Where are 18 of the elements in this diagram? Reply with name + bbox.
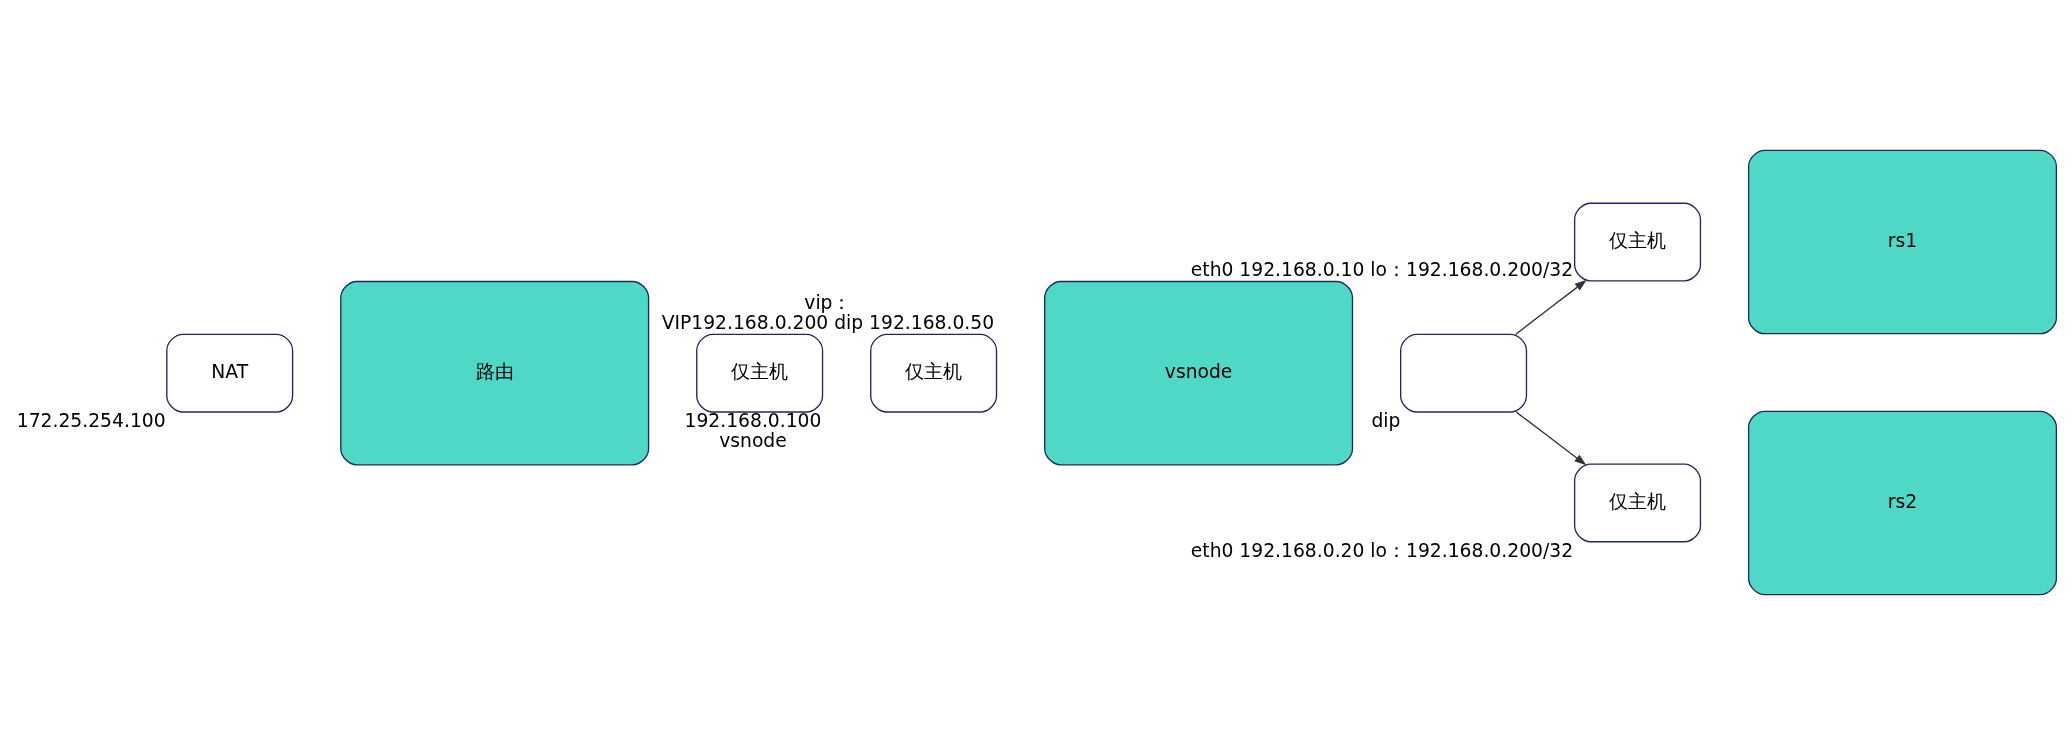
node-box: 仅主机 bbox=[1573, 463, 1702, 542]
node-box: 仅主机 bbox=[870, 333, 998, 413]
node-label: 172.25.254.100 bbox=[16, 409, 166, 431]
node-box: 仅主机 bbox=[696, 333, 824, 413]
node-box: 路由 bbox=[340, 280, 650, 465]
node-box: 仅主机 bbox=[1573, 202, 1702, 281]
node-box: vsnode bbox=[1044, 280, 1354, 465]
node-box: rs1 bbox=[1747, 149, 2058, 334]
node-box: rs2 bbox=[1747, 410, 2058, 595]
node-label: vsnode bbox=[719, 429, 787, 451]
node-box bbox=[1400, 333, 1528, 413]
node-box: NAT bbox=[166, 333, 294, 413]
arrow bbox=[1515, 279, 1587, 335]
node-label: eth0 192.168.0.20 lo：192.168.0.200/32 bbox=[1190, 539, 1574, 561]
node-label: eth0 192.168.0.10 lo：192.168.0.200/32 bbox=[1190, 258, 1574, 280]
node-label: vip： bbox=[804, 291, 852, 313]
arrow bbox=[1515, 410, 1587, 465]
node-label: dip bbox=[1371, 409, 1401, 431]
